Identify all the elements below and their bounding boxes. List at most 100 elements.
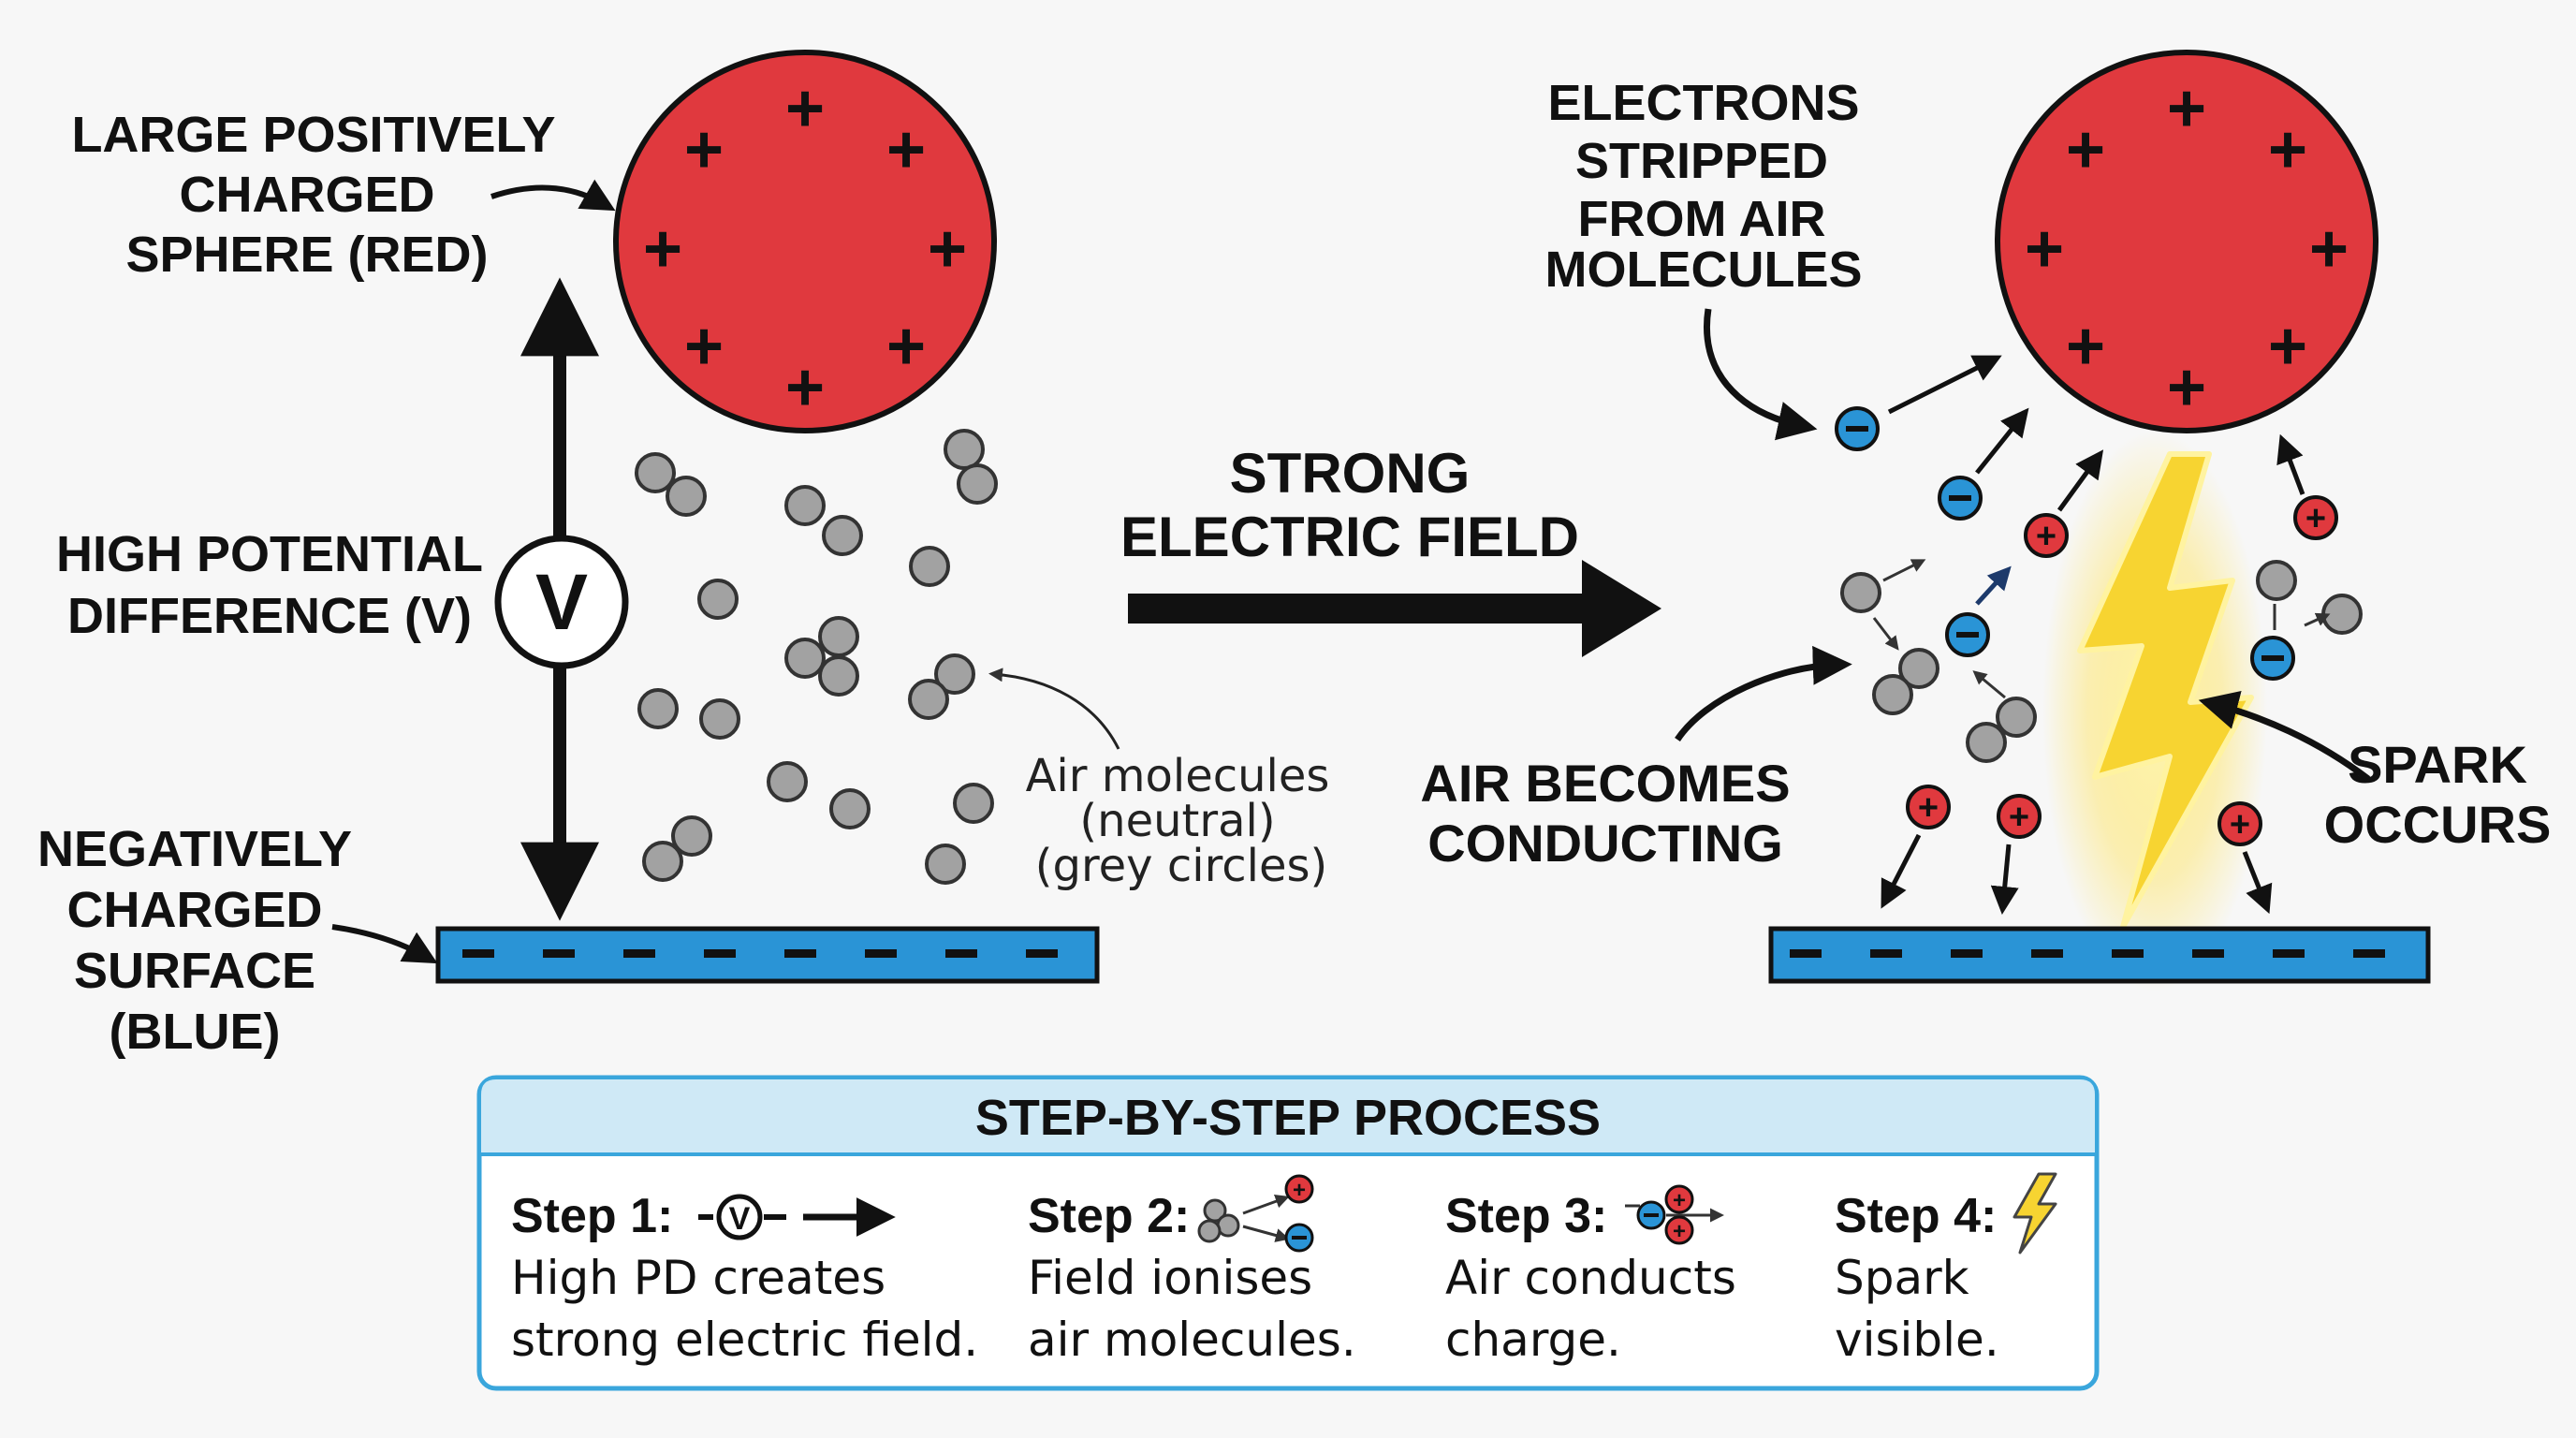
pd-label-line: DIFFERENCE (V) [67,588,472,644]
negative-surface-right [1768,926,2431,984]
air-molecule [697,579,739,620]
air-molecule [957,463,998,505]
ionisation-arrows [1872,559,2331,699]
air-molecule [666,476,707,517]
surface-label-line: SURFACE [74,943,315,999]
plus-sign: + [2309,212,2349,286]
air-molecule [642,841,683,882]
air-molecule [1966,722,2007,763]
electrons-label-line: STRIPPED [1575,133,1828,189]
voltmeter-symbol: V [729,1201,751,1237]
plus-sign: + [2268,309,2307,384]
ion-path-arrow [2242,851,2273,915]
plus-sign: + [684,309,724,384]
sphere-label-line: SPHERE (RED) [125,227,488,283]
plus-sign: + [684,112,724,187]
electrons-label-arrow [1704,308,1818,441]
left-panel: + + + + + + + + LARGE POSITIVELY CHARGED… [37,50,1330,1060]
spark-label: SPARK OCCURS [2324,735,2552,854]
air-molecule [934,653,975,695]
sphere-label: LARGE POSITIVELY CHARGED SPHERE (RED) [71,107,555,283]
ion-plus: + [2230,805,2250,844]
air-molecule [1840,572,1881,613]
spark-label-line: OCCURS [2324,795,2552,854]
plus-sign: + [928,212,967,286]
conducting-label: AIR BECOMES CONDUCTING [1420,754,1790,873]
electron-path-arrow [1887,355,2002,415]
electrons-label: ELECTRONS STRIPPED FROM AIR MOLECULES [1544,75,1862,298]
step-text: Field ionises [1028,1251,1312,1305]
step-label: Step 1: [511,1189,673,1243]
voltmeter-icon: V [494,535,629,669]
air-molecule [829,788,871,829]
ion-plus: + [1673,1188,1686,1213]
electrons-label-line: ELECTRONS [1547,75,1859,131]
spark-label-arrow [2198,691,2371,782]
surface-minus-signs-left [462,949,1058,958]
step-text: Spark [1835,1251,1969,1305]
voltmeter-arrow-icon: V [698,1194,896,1240]
ion-path-arrow [1881,833,1922,909]
plus-sign: + [785,71,825,146]
air-label-line: (grey circles) [1035,840,1327,892]
step-4: Step 4: Spark visible. [1835,1172,2057,1367]
air-molecule [699,698,740,740]
air-molecule [2256,560,2297,601]
surface-label-line: CHARGED [66,882,322,938]
step-text: air molecules. [1028,1313,1356,1367]
air-molecules-left [635,429,998,885]
electron [1945,612,1990,657]
air-molecule [818,616,859,657]
charge-flow-icon: + + [1625,1184,1724,1245]
ionisation-icon: + [1197,1174,1314,1253]
plus-sign: + [2066,112,2105,187]
positive-ion: + [2217,801,2262,846]
conducting-label-arrow [1675,645,1852,741]
process-box: STEP-BY-STEP PROCESS Step 1: V High PD c… [476,1075,2100,1391]
plus-sign: + [2167,71,2206,146]
positive-ions: + + + + + [1881,433,2338,915]
air-molecule [784,485,826,526]
field-arrow-shaft [1128,594,1596,624]
air-label-line: Air molecules [1026,750,1330,802]
field-label-line: ELECTRIC FIELD [1120,506,1579,568]
ion-plus: + [2036,517,2056,556]
air-label: Air molecules (neutral) (grey circles) [1026,750,1330,892]
negative-surface-left [435,926,1100,984]
air-molecule [2321,594,2363,635]
air-molecule [822,515,863,556]
sphere-plus-signs-right: + + + + + + + + [2025,71,2349,425]
pd-label: HIGH POTENTIAL DIFFERENCE (V) [56,526,483,644]
step-3: Step 3: + + Air conducts charge. [1445,1184,1736,1367]
air-molecule [635,452,676,493]
process-title: STEP-BY-STEP PROCESS [975,1090,1601,1146]
surface-label-line: NEGATIVELY [37,821,352,877]
field-arrow-head [1582,560,1661,657]
surface-label-line: (BLUE) [110,1004,281,1060]
electrons-label-line: MOLECULES [1544,242,1862,298]
positive-ion: + [1997,794,2042,839]
ion-plus: + [2009,798,2029,837]
spark-bolt [2077,451,2254,930]
ion-plus: + [1918,788,1939,828]
air-molecule [944,429,985,470]
air-molecules-right [1840,560,2363,763]
ion-plus: + [1293,1178,1306,1203]
ion-path-arrow [1990,844,2019,915]
ion-plus: + [1673,1219,1686,1244]
conducting-label-line: AIR BECOMES [1420,754,1790,813]
air-molecule [908,679,949,720]
air-molecule [671,815,712,857]
sphere-label-line: CHARGED [179,167,434,223]
positive-ion: + [1906,785,1951,829]
electron [2250,636,2295,681]
air-molecule [909,546,950,587]
electron-path-arrow [1975,565,2012,606]
air-label-line: (neutral) [1079,795,1275,847]
voltmeter-symbol: V [535,558,588,646]
step-2: Step 2: + Field ionises air molecules. [1028,1174,1356,1367]
air-molecule [925,844,966,885]
ion-path-arrow [2056,449,2104,512]
step-label: Step 2: [1028,1189,1190,1243]
plus-sign: + [643,212,682,286]
